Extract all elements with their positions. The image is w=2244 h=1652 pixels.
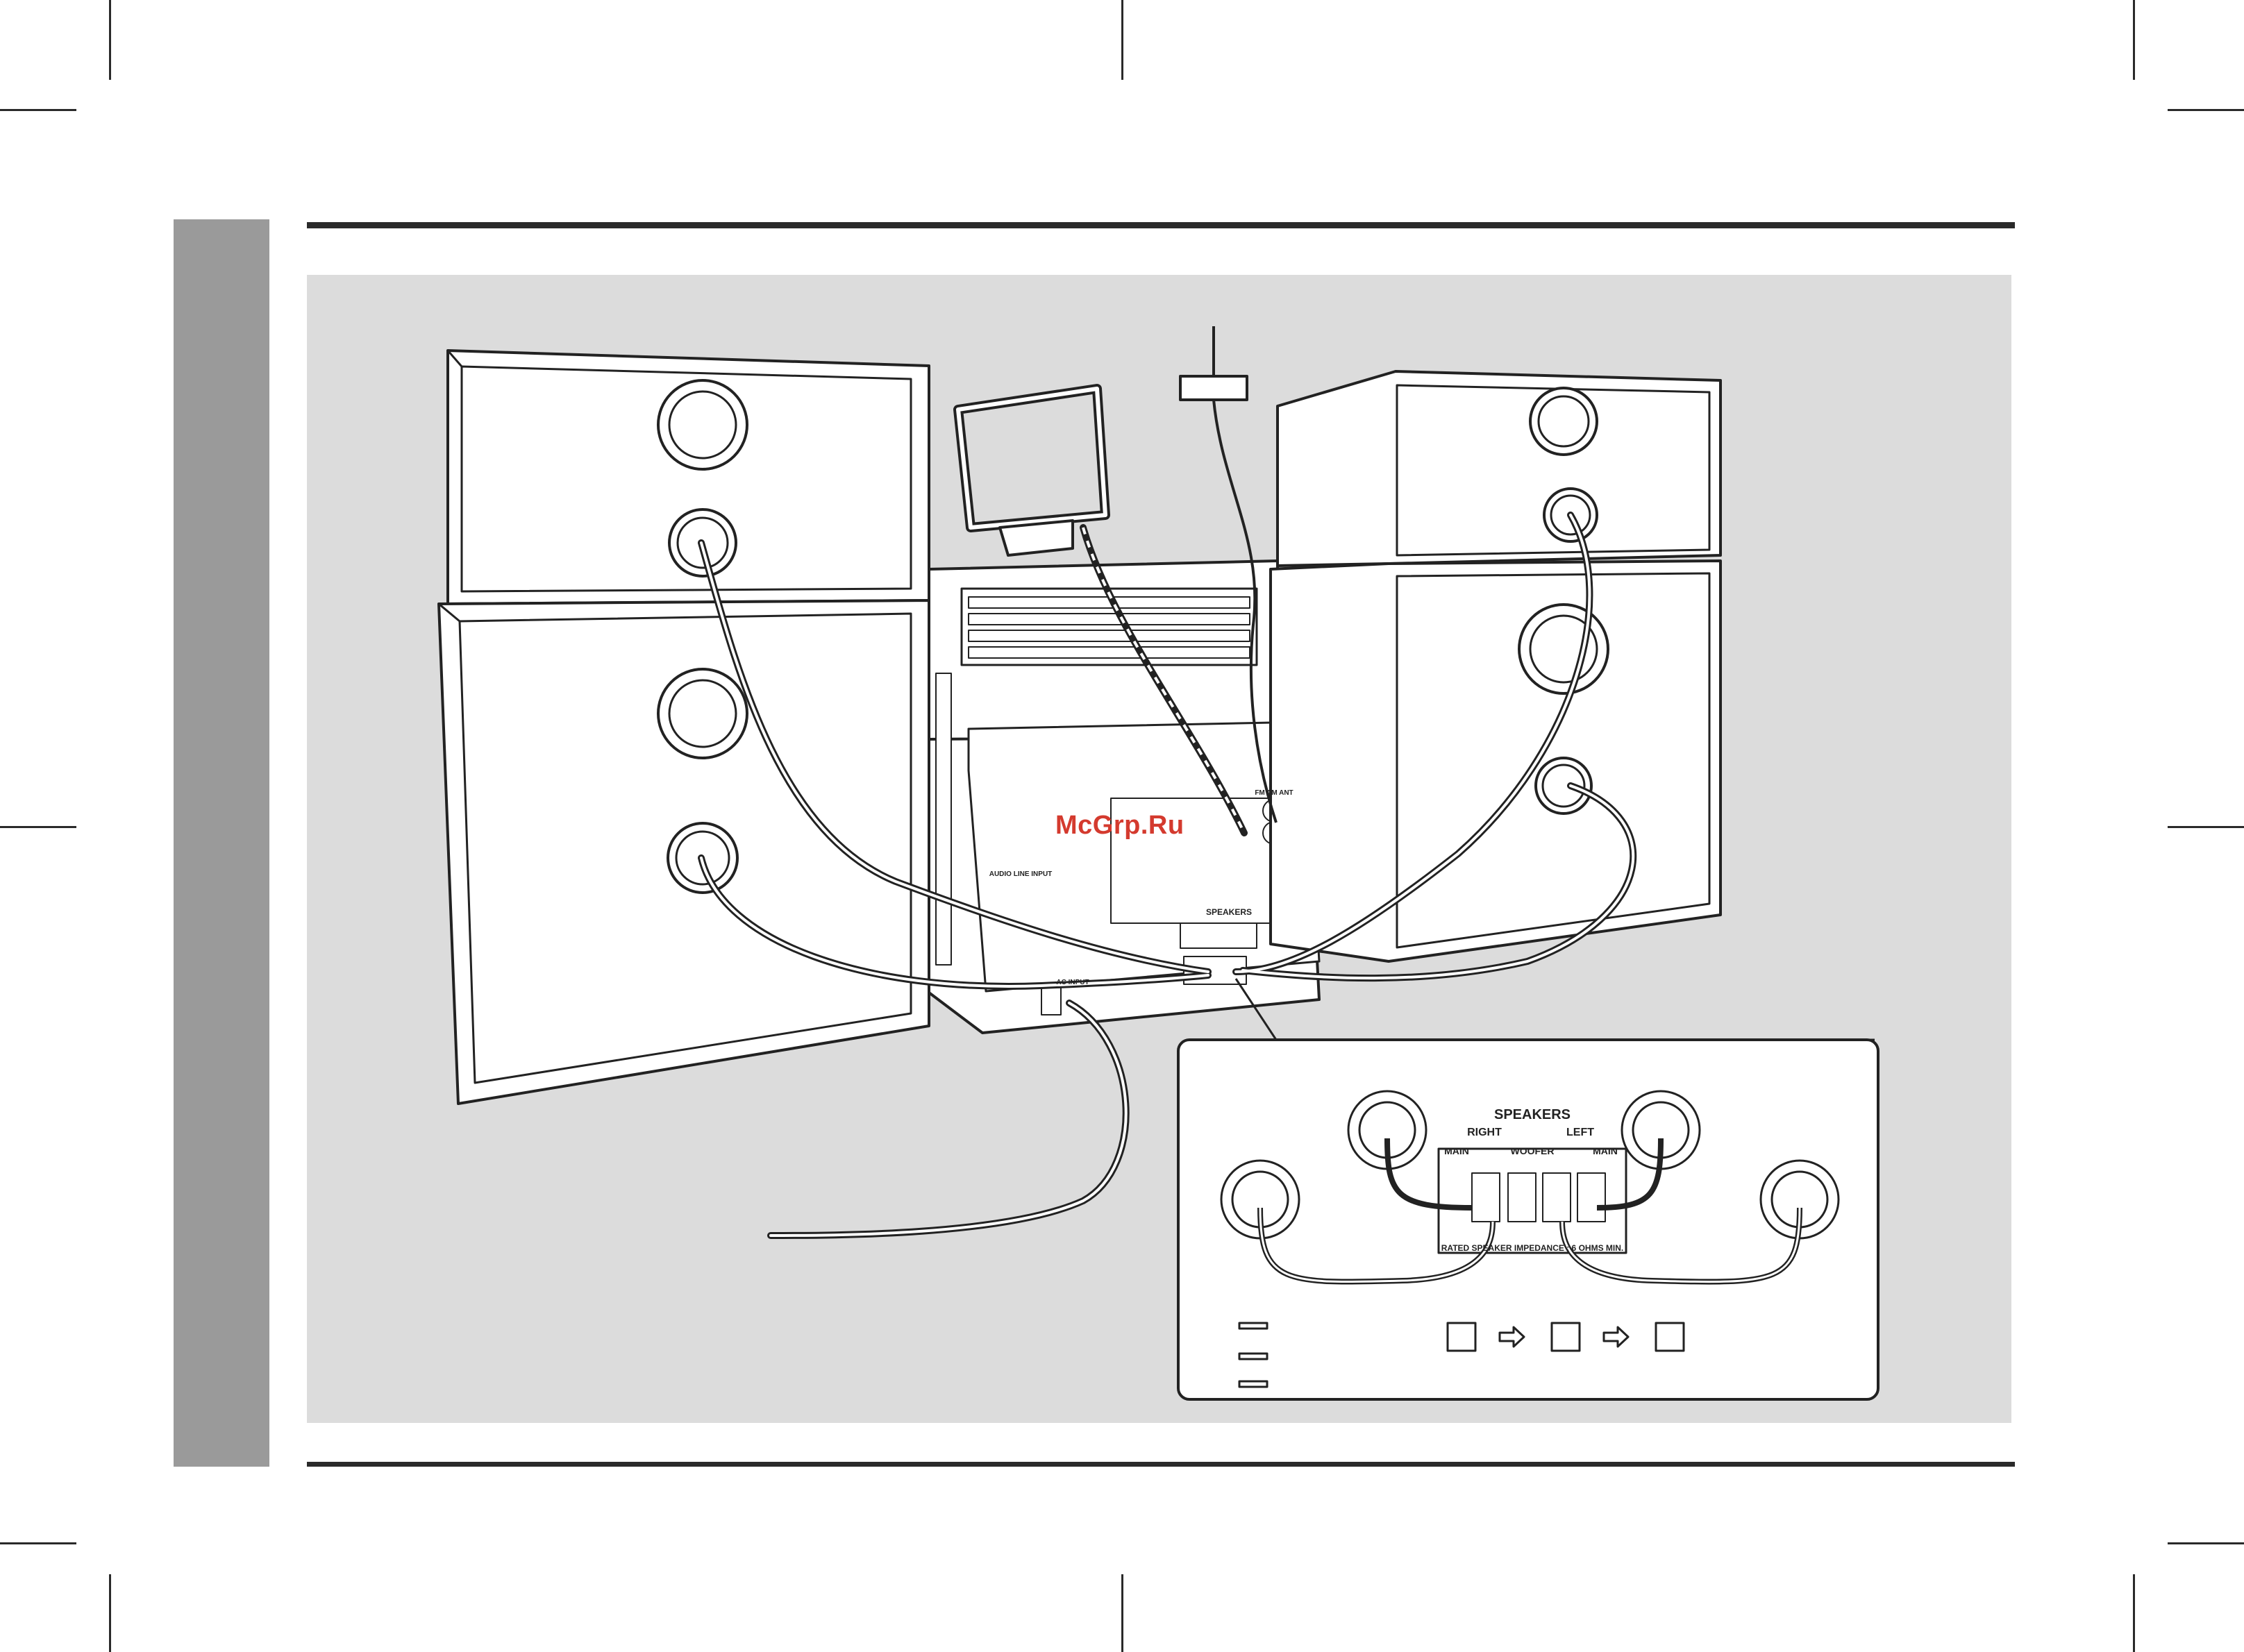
- unit-ac-input-label: AC INPUT: [1056, 979, 1089, 986]
- left-speaker-upper: [448, 351, 929, 604]
- terminal-inset: [1178, 1040, 1878, 1399]
- inset-speakers-title: SPEAKERS: [1494, 1107, 1571, 1122]
- right-speaker-lower: [1271, 561, 1720, 961]
- unit-speakers-label: SPEAKERS: [1206, 907, 1252, 917]
- inset-main-right-label: MAIN: [1444, 1145, 1469, 1156]
- inset-impedance-label: RATED SPEAKER IMPEDANCE : 6 OHMS MIN.: [1441, 1243, 1623, 1253]
- watermark-text: McGrp.Ru: [1055, 811, 1184, 841]
- main-unit: [929, 561, 1319, 1033]
- unit-antenna-label: FM AM ANT: [1255, 789, 1293, 797]
- inset-left-label: LEFT: [1566, 1127, 1594, 1138]
- unit-audio-input-label: AUDIO LINE INPUT: [989, 870, 1053, 878]
- inset-main-left-label: MAIN: [1593, 1145, 1618, 1156]
- inset-right-label: RIGHT: [1467, 1127, 1502, 1138]
- inset-woofer-label: WOOFER: [1511, 1145, 1555, 1156]
- left-speaker-lower: [439, 600, 929, 1104]
- right-speaker-upper: [1278, 371, 1720, 566]
